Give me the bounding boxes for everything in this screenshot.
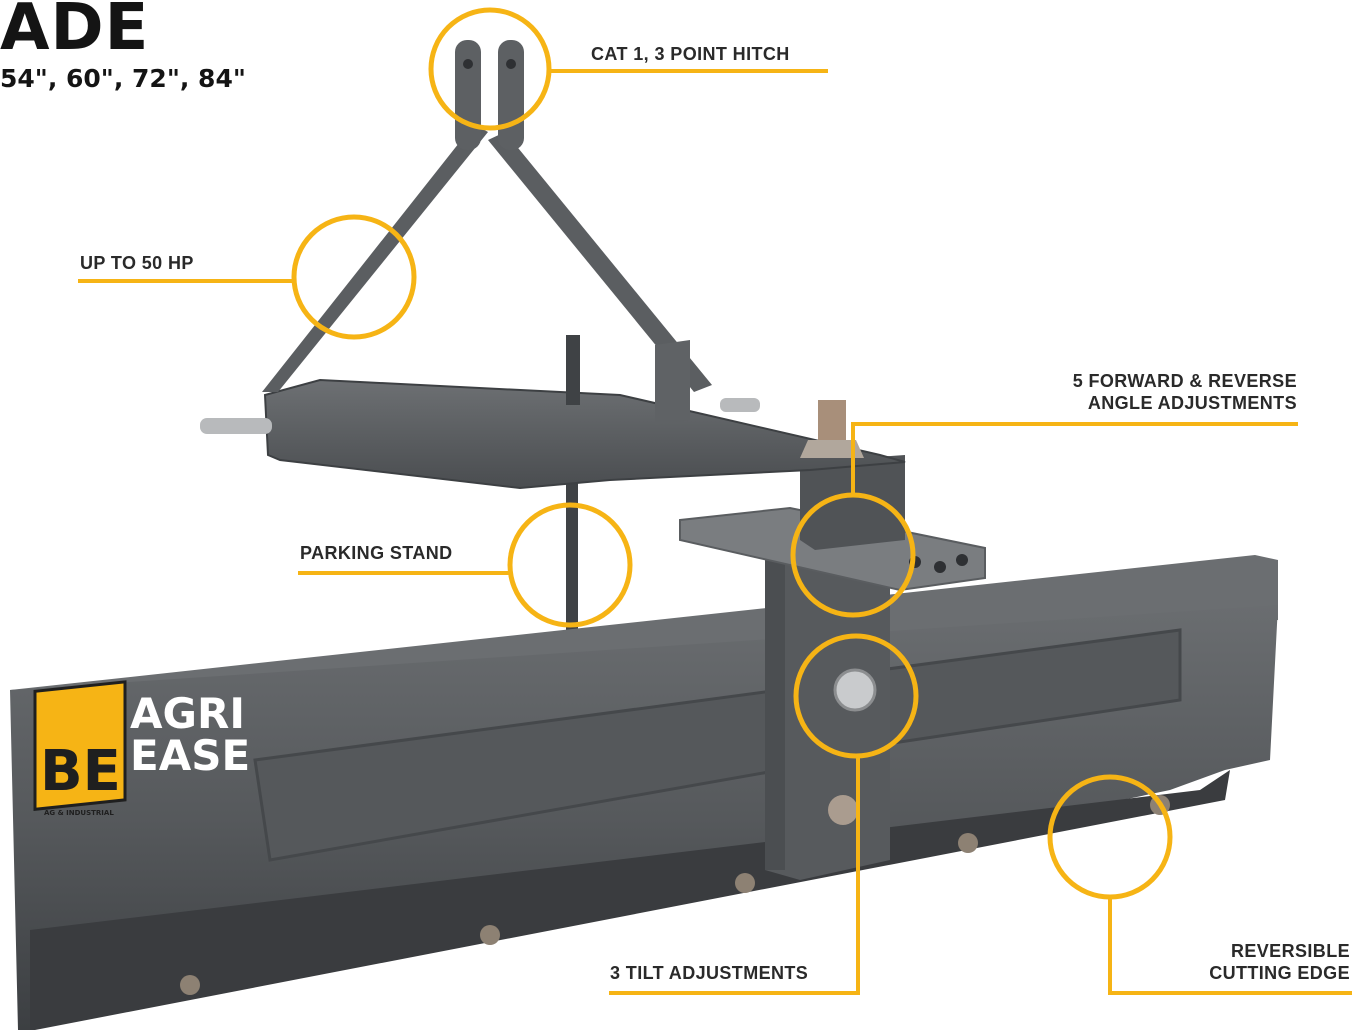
pivot-block [800,455,905,550]
callout-circle-parking [507,502,633,628]
center-brace [655,340,690,425]
angle-pin-nut [800,440,864,458]
angle-pin [818,400,846,440]
leader-edge [1108,897,1352,995]
lower-link-pin [200,418,272,434]
callout-label-angle-1: 5 FORWARD & REVERSE [1072,371,1297,391]
swivel-plate [679,506,986,592]
top-hitch-ear-right [498,40,524,150]
leader-angle [851,422,1298,495]
main-frame [263,378,906,490]
plate-hole [956,554,968,566]
logo-tagline: AG & INDUSTRIAL [44,809,114,817]
center-post-shade [765,560,785,870]
plate-hole [934,561,946,573]
logo-mark: BE [40,739,121,804]
size-options: 54", 60", 72", 84" [0,64,246,93]
callout-label-hp: UP TO 50 HP [80,253,194,273]
callout-circle-hitch [428,7,552,131]
top-hitch-ear-left [455,40,481,150]
edge-bolt [180,975,200,995]
callout-label-tilt: 3 TILT ADJUSTMENTS [610,963,809,983]
hitch-hole [506,59,516,69]
callout-circle-hp [291,214,417,340]
cutting-edge [30,770,1230,1030]
edge-bolt [958,833,978,853]
callout-label-edge-1: REVERSIBLE [1230,941,1350,961]
parking-stand-post [566,470,578,630]
page-title: ADE [0,0,150,65]
edge-bolt [735,873,755,893]
hitch-hole [463,59,473,69]
edge-bolt [480,925,500,945]
callout-label-hitch: CAT 1, 3 POINT HITCH [591,44,790,64]
lower-link-pin-right [720,398,760,412]
leader-tilt [609,756,860,995]
callout-label-parking: PARKING STAND [300,543,453,563]
tilt-bolt [828,795,858,825]
logo-line2: EASE [130,731,250,780]
callout-label-edge-2: CUTTING EDGE [1209,963,1350,983]
logo-line1: AGRI [130,689,245,738]
brand-logo: BE AG & INDUSTRIAL AGRI EASE [33,680,250,817]
parking-stand-top [566,335,580,405]
a-frame-right-arm [488,132,712,392]
tilt-pin [833,668,877,712]
callout-label-angle-2: ANGLE ADJUSTMENTS [1087,393,1297,413]
